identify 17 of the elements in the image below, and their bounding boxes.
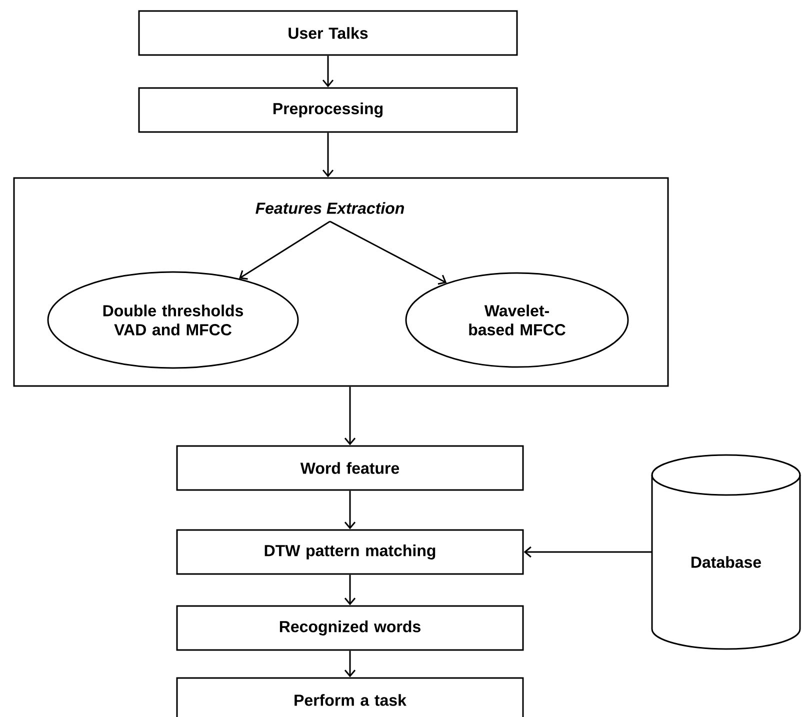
arrow <box>330 220 447 285</box>
process-box: Word feature <box>176 445 524 491</box>
arrow <box>322 56 334 88</box>
process-box: User Talks <box>138 10 518 56</box>
arrow <box>344 386 356 446</box>
arrow <box>322 132 334 178</box>
arrow <box>344 490 356 530</box>
process-box: DTW pattern matching <box>176 529 524 575</box>
arrow <box>344 650 356 678</box>
arrow <box>239 220 330 280</box>
database-cylinder: Database <box>651 454 801 650</box>
process-box: Recognized words <box>176 605 524 651</box>
arrow <box>344 574 356 606</box>
process-box: Perform a task <box>176 677 524 717</box>
arrow <box>524 546 652 558</box>
process-box: Preprocessing <box>138 87 518 133</box>
node-label: Database <box>692 556 762 568</box>
